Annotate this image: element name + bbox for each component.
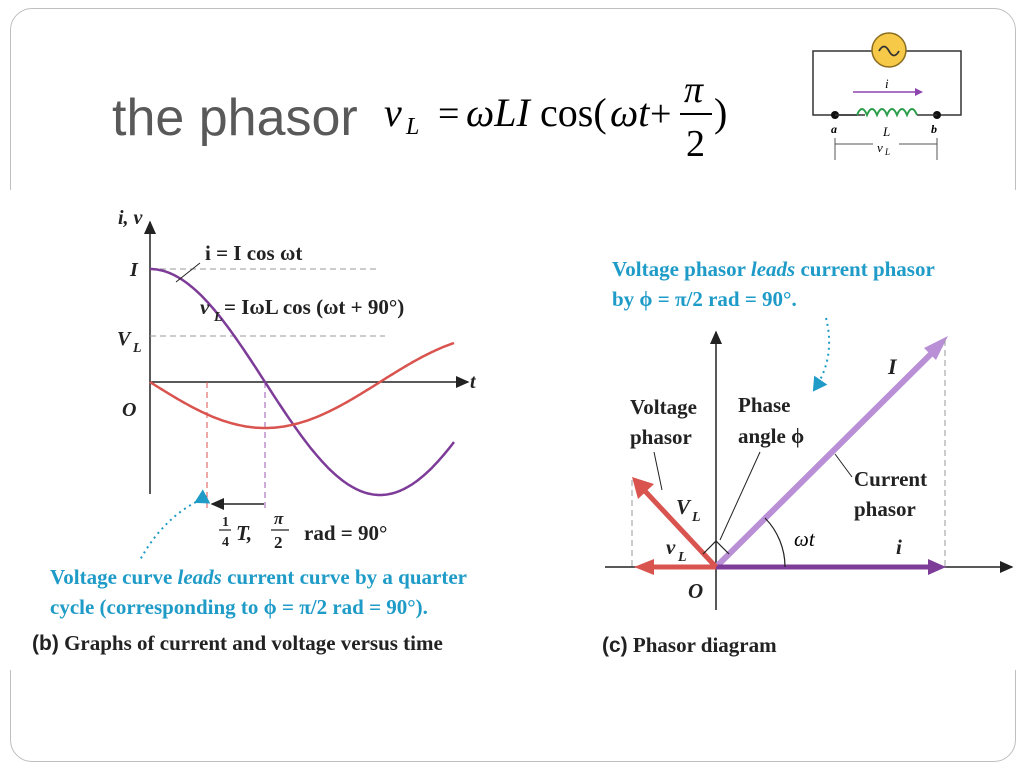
inductor-coil-icon	[856, 108, 918, 118]
voltage-label-var: v	[877, 140, 883, 155]
formula-plus: +	[650, 93, 671, 135]
figure-panel: i, v t I V L O i = I cos ωt v L = IωL co…	[0, 190, 1024, 670]
graph-c-note-pointer	[812, 317, 831, 392]
voltage-projection-arrowhead-icon	[634, 559, 654, 575]
right-angle-marker	[702, 540, 730, 555]
formula-lhs-sub: L	[405, 114, 419, 140]
graph-c-label-vl-small-sub: L	[677, 550, 687, 565]
graph-b-y-label: i, v	[118, 207, 144, 229]
sine-wave-icon	[878, 45, 900, 57]
current-phasor-arrow	[713, 341, 944, 570]
graph-c: Voltage phasor leads current phasor by ϕ…	[602, 257, 1014, 657]
graph-c-label-i: i	[896, 535, 902, 559]
figure-svg: i, v t I V L O i = I cos ωt v L = IωL co…	[32, 207, 1014, 657]
graph-b-label-vl-sub: L	[132, 341, 142, 356]
formula-equals: =	[438, 93, 459, 135]
current-phasor-leader	[834, 453, 853, 478]
node-b-label: b	[931, 122, 937, 136]
graph-c-origin: O	[688, 579, 703, 603]
wt-arc	[764, 517, 786, 568]
node-a-label: a	[831, 122, 837, 136]
formula-frac-num: π	[684, 72, 704, 111]
graph-c-label-vl-small: v	[666, 535, 676, 559]
graph-b-note-line1: Voltage curve leads current curve by a q…	[50, 565, 467, 589]
formula-omega-t: ωt	[610, 90, 650, 135]
voltage-phasor-arrowhead-icon	[632, 477, 654, 499]
graph-c-note-line1: Voltage phasor leads current phasor	[612, 257, 935, 281]
current-phasor-label-1: Current	[854, 467, 927, 491]
graph-b-label-i: I	[129, 259, 139, 281]
graph-c-label-vl-sub: L	[691, 510, 701, 525]
pi-num: π	[274, 509, 284, 528]
voltage-phasor-label-2: phasor	[630, 425, 692, 449]
current-projection-arrowhead-icon	[928, 559, 946, 575]
inductor-label: L	[882, 124, 890, 139]
graph-b-x-label: t	[470, 371, 477, 393]
graph-b-label-vl: V	[117, 328, 132, 350]
formula-svg: v L = ωLI cos( ωt + π 2 )	[384, 69, 727, 165]
circuit-current-label: i	[885, 76, 889, 91]
quarter-t: T,	[236, 521, 252, 545]
formula-cos: cos(	[540, 90, 607, 135]
graph-b-note-line2: cycle (corresponding to ϕ = π/2 rad = 90…	[50, 595, 428, 619]
voltage-label-sub: L	[884, 147, 890, 157]
eq-current-leader	[175, 262, 201, 283]
current-curve	[150, 267, 455, 497]
graph-c-caption: (c) Phasor diagram	[602, 633, 777, 657]
formula-frac-den: 2	[686, 123, 705, 165]
formula: v L = ωLI cos( ωt + π 2 )	[378, 69, 738, 172]
circuit-gap	[865, 110, 939, 124]
phase-angle-label-1: Phase	[738, 393, 791, 417]
eq-voltage-sub: L	[213, 310, 223, 325]
voltage-span-gap	[873, 140, 899, 154]
phase-angle-leader	[719, 451, 761, 541]
voltage-phasor-arrow	[642, 488, 718, 569]
graph-c-label-vl: V	[676, 495, 692, 519]
graph-b: i, v t I V L O i = I cos ωt v L = IωL co…	[32, 207, 477, 655]
graph-b-origin: O	[122, 399, 136, 421]
graph-c-label-i-phasor: I	[887, 354, 898, 379]
quarter-den: 4	[222, 535, 229, 550]
graph-b-note-pointer	[139, 489, 211, 561]
eq-voltage-var: v	[200, 295, 210, 319]
eq-voltage-rest: = IωL cos (ωt + 90°)	[224, 295, 404, 319]
current-phasor-arrowhead-icon	[924, 336, 948, 360]
eq-current: i = I cos ωt	[205, 241, 302, 265]
quarter-num: 1	[222, 515, 229, 530]
current-arrowhead-icon	[915, 88, 923, 96]
formula-lhs-var: v	[384, 90, 402, 135]
pi-den: 2	[274, 533, 283, 552]
formula-close: )	[714, 90, 727, 135]
rad-text: rad = 90°	[304, 521, 387, 545]
graph-c-label-wt: ωt	[794, 527, 816, 551]
graph-c-note-line2: by ϕ = π/2 rad = 90°.	[612, 287, 797, 311]
voltage-phasor-label-1: Voltage	[630, 395, 697, 419]
slide-title: the phasor	[112, 89, 358, 147]
circuit-diagram: i a b L v L	[812, 32, 962, 160]
graph-b-caption: (b) Graphs of current and voltage versus…	[32, 631, 443, 655]
formula-omega-l-i: ωLI	[466, 90, 531, 135]
phase-angle-label-2: angle ϕ	[738, 424, 804, 448]
current-phasor-label-2: phasor	[854, 497, 916, 521]
voltage-phasor-leader	[653, 451, 663, 491]
voltage-curve	[149, 341, 455, 430]
